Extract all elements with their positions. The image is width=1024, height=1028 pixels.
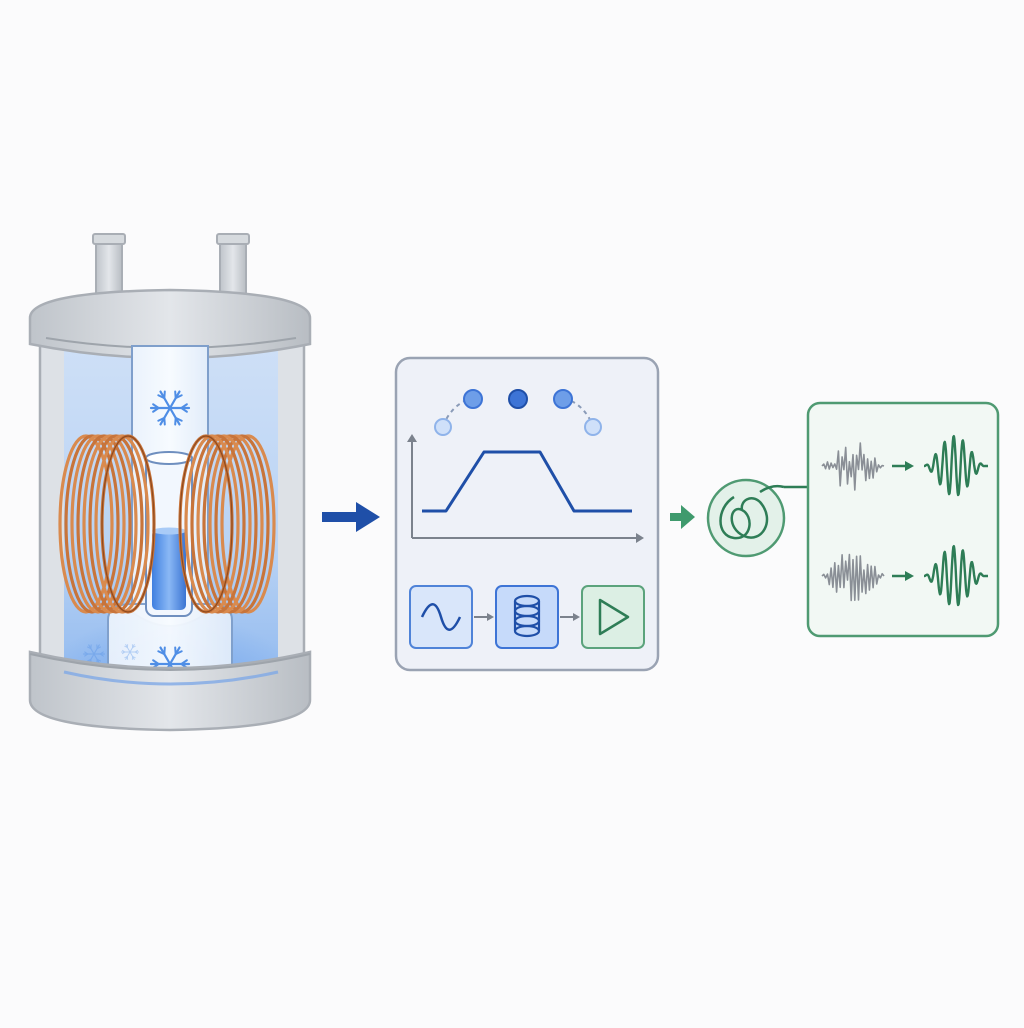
amplifier-triangle-icon [582, 586, 644, 648]
signal-output-panel [808, 403, 998, 636]
blue-arrow [322, 502, 380, 532]
dot-icon [585, 419, 601, 435]
dot-icon [554, 390, 572, 408]
sine-wave-icon [410, 586, 472, 648]
dot-icon [464, 390, 482, 408]
dot-icon [509, 390, 527, 408]
cryostat [30, 234, 310, 730]
pipe-left [93, 234, 125, 298]
pulse-control-panel [396, 358, 658, 670]
detector-loop [708, 480, 808, 556]
dot-icon [435, 419, 451, 435]
pipe-right [217, 234, 249, 298]
coil-icon [496, 586, 558, 648]
green-arrow [670, 505, 695, 529]
